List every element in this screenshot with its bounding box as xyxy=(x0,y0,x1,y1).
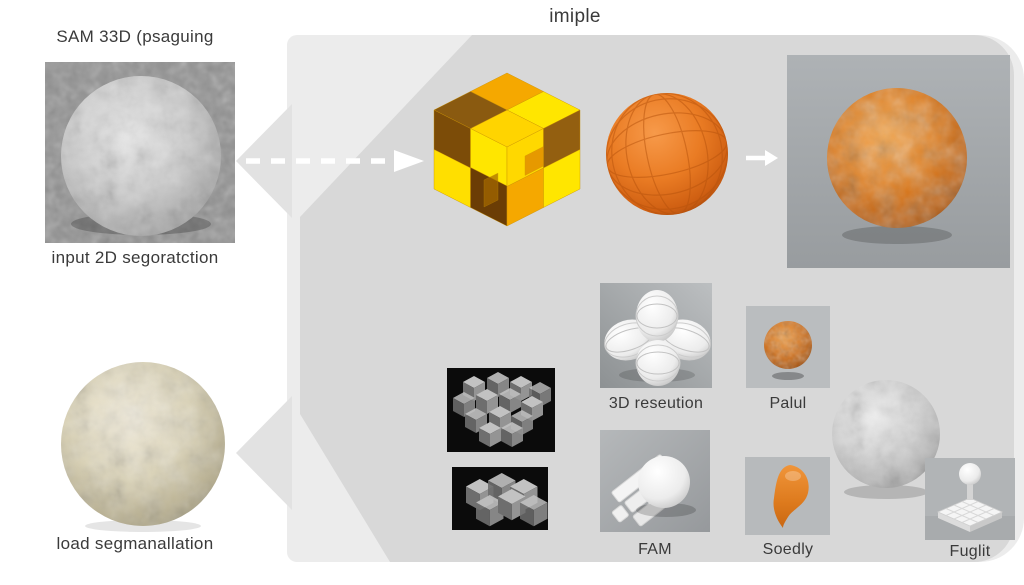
load-segmentation-sphere xyxy=(53,360,233,532)
panel-chevron-bottom xyxy=(236,396,292,510)
page-title: imiple xyxy=(549,6,601,27)
fuglit-tile xyxy=(925,458,1015,540)
right-arrow-icon xyxy=(743,146,781,170)
voxel-cluster-tile-2 xyxy=(452,467,548,530)
voxel-cluster-tile-1 xyxy=(447,368,555,452)
palul-tile xyxy=(746,306,830,388)
soedly-label: Soedly xyxy=(762,541,814,558)
input-2d-label: input 2D segoratction xyxy=(51,248,219,267)
dashed-right-arrow-icon xyxy=(244,148,428,174)
resolution-label: 3D reseution xyxy=(608,395,704,412)
reconstructed-sphere-tile xyxy=(787,55,1010,268)
fuglit-label: Fuglit xyxy=(949,543,991,560)
voxel-cube-3d xyxy=(432,68,584,230)
input-2d-segmentation-image xyxy=(45,62,235,243)
left-caption: SAM 33D (psaguing xyxy=(56,27,214,46)
gray-brain-sphere xyxy=(828,378,944,502)
white-spheres-tile xyxy=(600,283,712,388)
fam-tile xyxy=(600,430,710,532)
palul-label: Palul xyxy=(769,395,807,412)
fam-label: FAM xyxy=(638,541,672,558)
orange-mesh-sphere xyxy=(603,90,731,218)
load-seg-label: load segmanallation xyxy=(56,534,214,553)
soedly-tile xyxy=(745,457,830,535)
